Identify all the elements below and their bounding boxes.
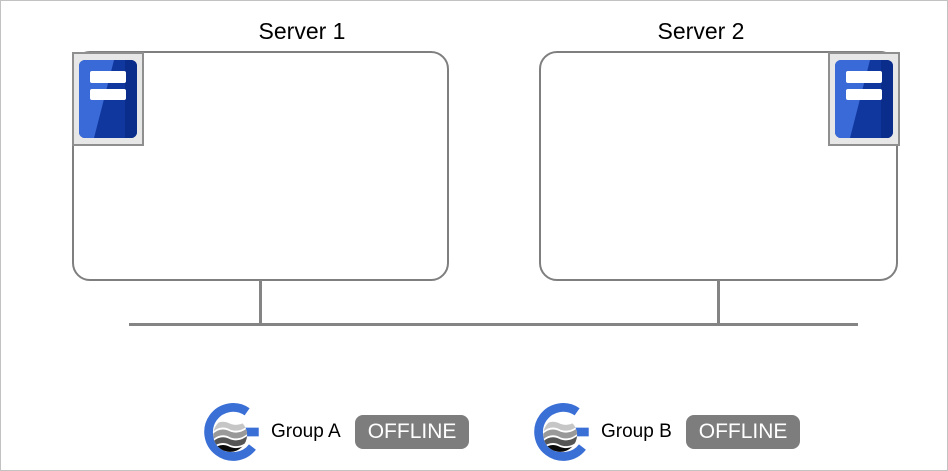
server-tower-icon — [835, 60, 893, 138]
server1-icon[interactable] — [72, 52, 144, 146]
server1-connector-line — [259, 280, 262, 325]
group-globe-logo-icon[interactable] — [204, 401, 266, 463]
group-a-row: Group A OFFLINE — [204, 401, 470, 463]
group-a-status-badge[interactable]: OFFLINE — [354, 415, 470, 449]
group-a-label: Group A — [271, 421, 341, 442]
server1-label: Server 1 — [258, 18, 346, 44]
group-b-status-badge[interactable]: OFFLINE — [685, 415, 801, 449]
group-b-label: Group B — [601, 421, 672, 442]
server2-icon[interactable] — [828, 52, 900, 146]
server2-label: Server 2 — [657, 18, 745, 44]
group-b-row: Group B OFFLINE — [534, 401, 801, 463]
server-tower-icon — [79, 60, 137, 138]
network-bus-line — [129, 323, 858, 326]
server2-connector-line — [717, 280, 720, 325]
group-globe-logo-icon[interactable] — [534, 401, 596, 463]
